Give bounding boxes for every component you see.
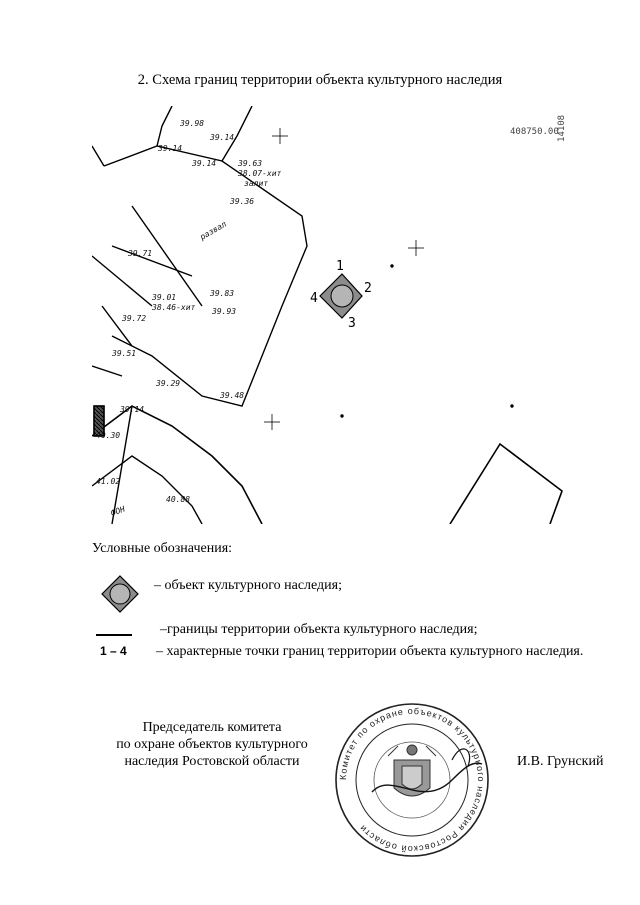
survey-label: 39.83 bbox=[209, 289, 234, 298]
survey-label: 39.72 bbox=[121, 314, 146, 323]
survey-label: 39.36 bbox=[229, 197, 254, 206]
survey-label: 38.07-хит bbox=[237, 169, 282, 178]
signatory-position: Председатель комитета по охране объектов… bbox=[70, 719, 354, 770]
coord-label: 408750.00 bbox=[510, 127, 559, 137]
survey-label: 39.29 bbox=[155, 379, 180, 388]
survey-label: развал bbox=[198, 219, 229, 242]
survey-label: 38.46-хит bbox=[151, 303, 196, 312]
building-outline bbox=[103, 145, 308, 407]
survey-label: 40.30 bbox=[96, 431, 120, 440]
right-building-outline bbox=[449, 442, 563, 524]
inner-line bbox=[92, 365, 123, 377]
road-line bbox=[111, 405, 133, 524]
survey-label: 39.14 bbox=[209, 133, 234, 142]
boundary-point-1: 1 bbox=[336, 259, 344, 274]
page-title: 2. Схема границ территории объекта культ… bbox=[137, 72, 503, 88]
legend-heading: Условные обозначения: bbox=[92, 541, 233, 556]
survey-label: 39.14 bbox=[191, 159, 216, 168]
position-line: по охране объектов культурного bbox=[116, 737, 308, 752]
object-icon bbox=[101, 575, 139, 613]
road-line bbox=[92, 455, 203, 524]
official-seal: Комитет по охране объектов культурного н… bbox=[335, 703, 489, 857]
survey-label: 39.93 bbox=[211, 307, 236, 316]
boundary-point-2: 2 bbox=[364, 281, 372, 296]
scatter-dot bbox=[340, 414, 344, 418]
survey-label: 39.01 bbox=[151, 293, 176, 302]
coord-label-vertical: 14108 bbox=[557, 115, 567, 142]
survey-label: 40.88 bbox=[166, 495, 190, 504]
boundary-point-4: 4 bbox=[310, 291, 318, 306]
position-line: наследия Ростовской области bbox=[124, 754, 300, 769]
hatched-block bbox=[93, 405, 105, 437]
survey-label: 39.14 bbox=[119, 405, 144, 414]
points-range-label: 1 – 4 bbox=[100, 644, 127, 658]
inner-line bbox=[111, 245, 193, 277]
grid-crosshairs bbox=[264, 128, 424, 430]
street-line bbox=[92, 145, 105, 167]
survey-label: 41.02 bbox=[96, 477, 120, 486]
street-line bbox=[156, 106, 173, 147]
position-line: Председатель комитета bbox=[142, 720, 282, 735]
coat-of-arms-emblem bbox=[387, 744, 437, 797]
survey-label: ФОН bbox=[110, 504, 127, 517]
survey-label: 39.14 bbox=[157, 144, 182, 153]
survey-label: 39.51 bbox=[111, 349, 136, 358]
survey-label: залит bbox=[244, 179, 268, 188]
inner-line bbox=[101, 305, 133, 347]
survey-label: 39.63 bbox=[237, 159, 262, 168]
scatter-dot bbox=[390, 264, 394, 268]
scatter-dot bbox=[510, 404, 514, 408]
handwritten-signature bbox=[371, 762, 483, 793]
boundary-line-symbol bbox=[96, 634, 132, 636]
survey-label: 39.98 bbox=[179, 119, 204, 128]
street-line bbox=[221, 106, 253, 162]
boundary-point-3: 3 bbox=[348, 316, 356, 331]
inner-line bbox=[131, 205, 203, 307]
legend-item-object: – объект культурного наследия; bbox=[154, 578, 342, 593]
road-line bbox=[92, 405, 263, 524]
boundary-scheme-map: 1 2 3 4 408750.00 14108 39.98 39.14 39.1… bbox=[92, 106, 567, 524]
legend-item-points: – характерные точки границ территории об… bbox=[156, 644, 584, 659]
heritage-object-marker bbox=[319, 273, 363, 319]
inner-line bbox=[92, 255, 153, 307]
legend-item-boundary: –границы территории объекта культурного … bbox=[160, 622, 478, 637]
signatory-name: И.В. Грунский bbox=[517, 754, 604, 769]
survey-label: 39.71 bbox=[127, 249, 152, 258]
survey-label: 39.48 bbox=[219, 391, 244, 400]
